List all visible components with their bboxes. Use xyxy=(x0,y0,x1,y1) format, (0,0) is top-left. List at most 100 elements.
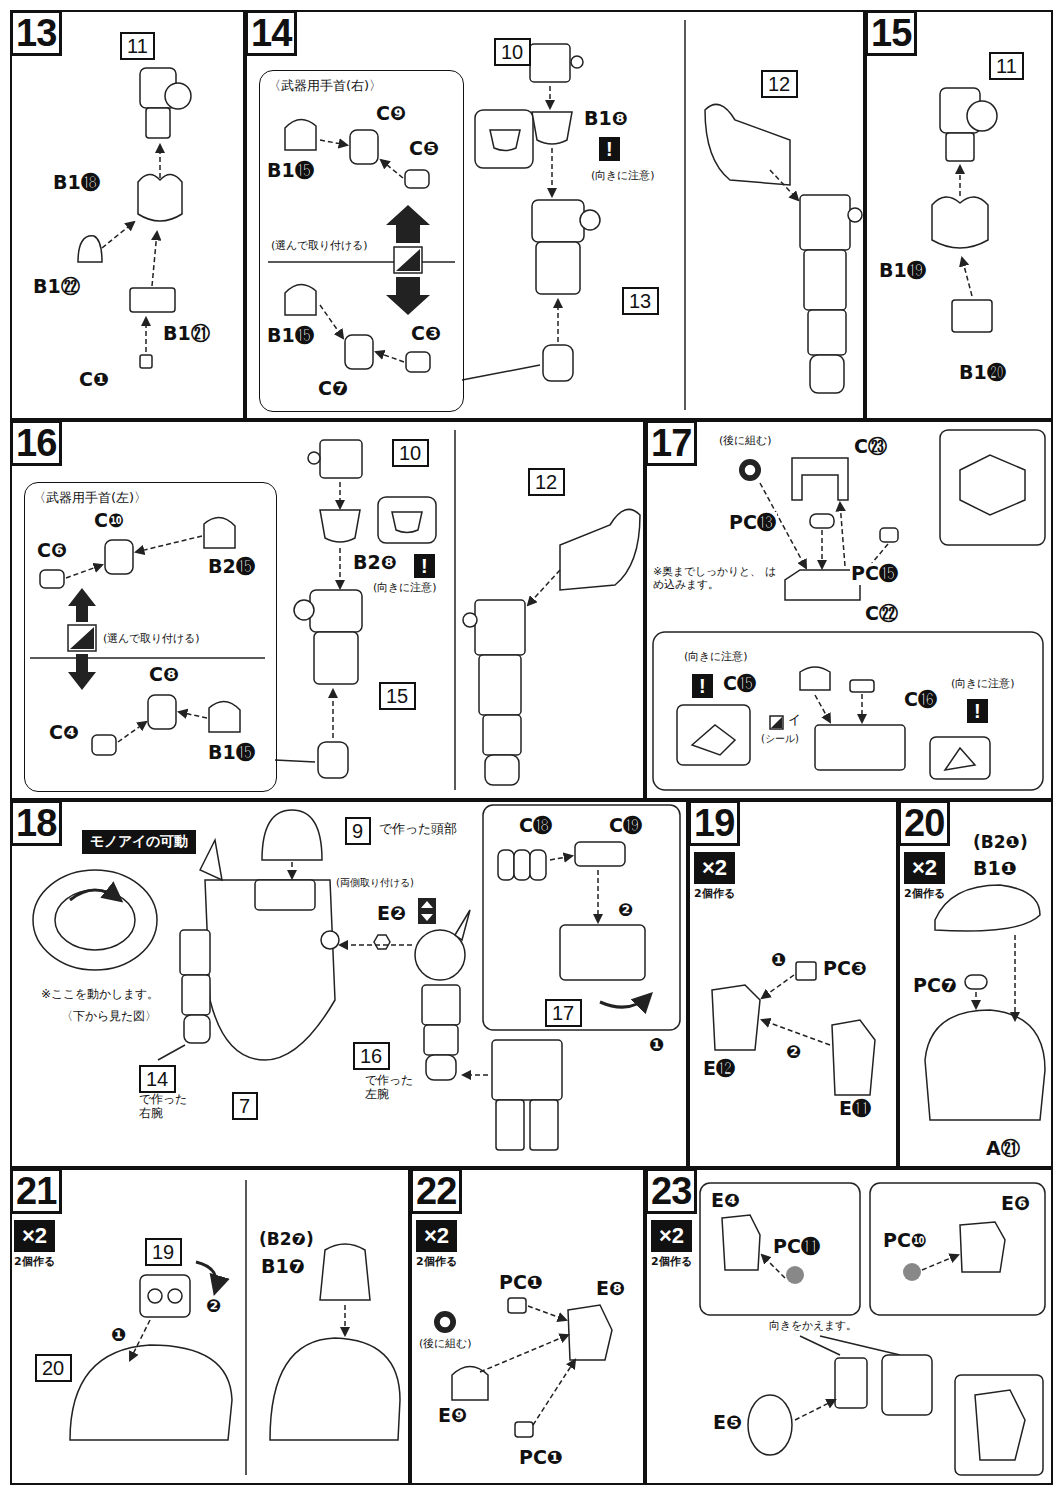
part-number: PC❿ xyxy=(882,1230,928,1252)
part-drawing xyxy=(722,1215,760,1270)
part-number: C⓳ xyxy=(608,815,643,837)
part-number: E❹ xyxy=(710,1190,741,1212)
step-number: 13 xyxy=(10,10,62,56)
part-number: C⓯ xyxy=(722,673,757,695)
black-symbol xyxy=(786,1266,804,1284)
divider-line xyxy=(268,261,455,263)
turn-arrow xyxy=(196,1262,216,1292)
part-drawing xyxy=(835,1358,867,1408)
assembly-arrow xyxy=(762,1255,785,1278)
part-drawing xyxy=(255,880,315,910)
caution-icon: ! xyxy=(599,137,620,161)
part-number: ❷ xyxy=(205,1296,222,1317)
part-number: C❸ xyxy=(410,323,442,345)
note-text: 〈下から見た図〉 xyxy=(60,1010,158,1024)
box-text: 7 xyxy=(239,1094,251,1118)
caution-icon: ! xyxy=(414,554,435,578)
step-number: 21 xyxy=(10,1168,62,1214)
part-drawing xyxy=(946,133,974,161)
black-symbol xyxy=(68,588,96,622)
assembly-arrow xyxy=(549,86,551,108)
part-ref-box: 7 xyxy=(232,1092,258,1120)
part-drawing xyxy=(580,210,600,230)
step-number: 19 xyxy=(688,800,740,846)
note-text: で作った 右腕 xyxy=(138,1093,196,1121)
box-text: 19 xyxy=(152,1240,175,1264)
part-drawing xyxy=(204,517,235,548)
part-drawing xyxy=(800,195,850,250)
rounded-frame xyxy=(475,110,533,168)
part-number: PC⓫ xyxy=(772,1236,821,1258)
part-number: E❻ xyxy=(1000,1193,1031,1215)
part-drawing xyxy=(712,985,760,1050)
part-drawing xyxy=(426,1055,456,1080)
part-drawing xyxy=(560,509,640,590)
note-text: (向きに注意) xyxy=(683,651,749,664)
note-text: ※ここを動かします。 xyxy=(40,988,160,1002)
part-drawing xyxy=(321,931,339,949)
divider-line xyxy=(275,760,315,762)
part-number: C⓲ xyxy=(518,815,553,837)
part-number: B1❽ xyxy=(583,108,629,130)
assembly-arrow xyxy=(179,712,207,718)
box-subtext: 2個作る xyxy=(14,1254,55,1269)
box-text: 〈武器用手首(右)〉 xyxy=(260,71,463,101)
part-drawing xyxy=(543,345,573,381)
part-ref-box: 19 xyxy=(145,1238,182,1266)
assembly-arrow xyxy=(145,318,147,352)
part-drawing xyxy=(508,1298,526,1313)
part-ref-box: 16 xyxy=(353,1042,390,1070)
part-drawing xyxy=(374,935,390,949)
assembly-arrow xyxy=(480,1335,568,1372)
make-two-badge: ×22個作る xyxy=(14,1220,55,1269)
part-drawing xyxy=(952,300,992,332)
box-text: 11 xyxy=(996,54,1017,78)
box-text: 〈武器用手首(左)〉 xyxy=(25,483,276,513)
part-ref-box: 20 xyxy=(35,1354,72,1382)
part-number: C❹ xyxy=(48,722,80,744)
assembly-arrow xyxy=(381,160,403,178)
part-number: B1⓯ xyxy=(207,742,256,764)
step-panel: 18モノアイの可動91471617 xyxy=(10,800,688,1168)
rounded-frame xyxy=(870,1183,1045,1315)
part-drawing xyxy=(796,962,816,980)
box-text: ! xyxy=(606,137,613,161)
assembly-arrow xyxy=(528,570,560,605)
note-text: (向きに注意) xyxy=(950,678,1016,691)
rounded-frame xyxy=(378,497,436,543)
assembly-arrow xyxy=(770,170,798,200)
make-two-badge: ×22個作る xyxy=(694,852,735,901)
note-text: (選んで取り付ける) xyxy=(270,240,369,253)
part-drawing xyxy=(945,748,975,770)
note-text: イ xyxy=(787,713,802,728)
rounded-frame xyxy=(955,1375,1043,1475)
part-drawing xyxy=(492,1040,562,1100)
assembly-arrow xyxy=(1014,935,1016,1020)
part-drawing xyxy=(55,890,135,950)
divider-line xyxy=(30,20,900,1475)
part-number: PC❶ xyxy=(498,1272,544,1294)
step-number: 22 xyxy=(410,1168,462,1214)
part-drawing xyxy=(705,104,790,185)
rounded-frame xyxy=(700,1183,860,1315)
turn-arrow xyxy=(70,890,120,900)
part-drawing xyxy=(184,1015,210,1043)
box-text: モノアイの可動 xyxy=(90,833,188,851)
part-drawing xyxy=(424,1025,458,1055)
step-number: 23 xyxy=(645,1168,697,1214)
icon-square xyxy=(394,247,422,273)
part-drawing xyxy=(40,570,64,588)
black-symbol xyxy=(434,1311,456,1333)
box-subtext: 2個作る xyxy=(904,886,945,901)
black-symbol xyxy=(68,205,921,1333)
part-number: PC⓭ xyxy=(728,512,777,534)
part-number: B1⓲ xyxy=(52,172,101,194)
step-number: 16 xyxy=(10,420,62,466)
rounded-frame xyxy=(930,737,990,779)
icon-square xyxy=(68,625,96,651)
black-symbol xyxy=(68,654,96,690)
box-text: 20 xyxy=(42,1356,65,1380)
step-number: 17 xyxy=(645,420,697,466)
part-drawing xyxy=(345,335,373,369)
part-number: C❾ xyxy=(375,103,407,125)
